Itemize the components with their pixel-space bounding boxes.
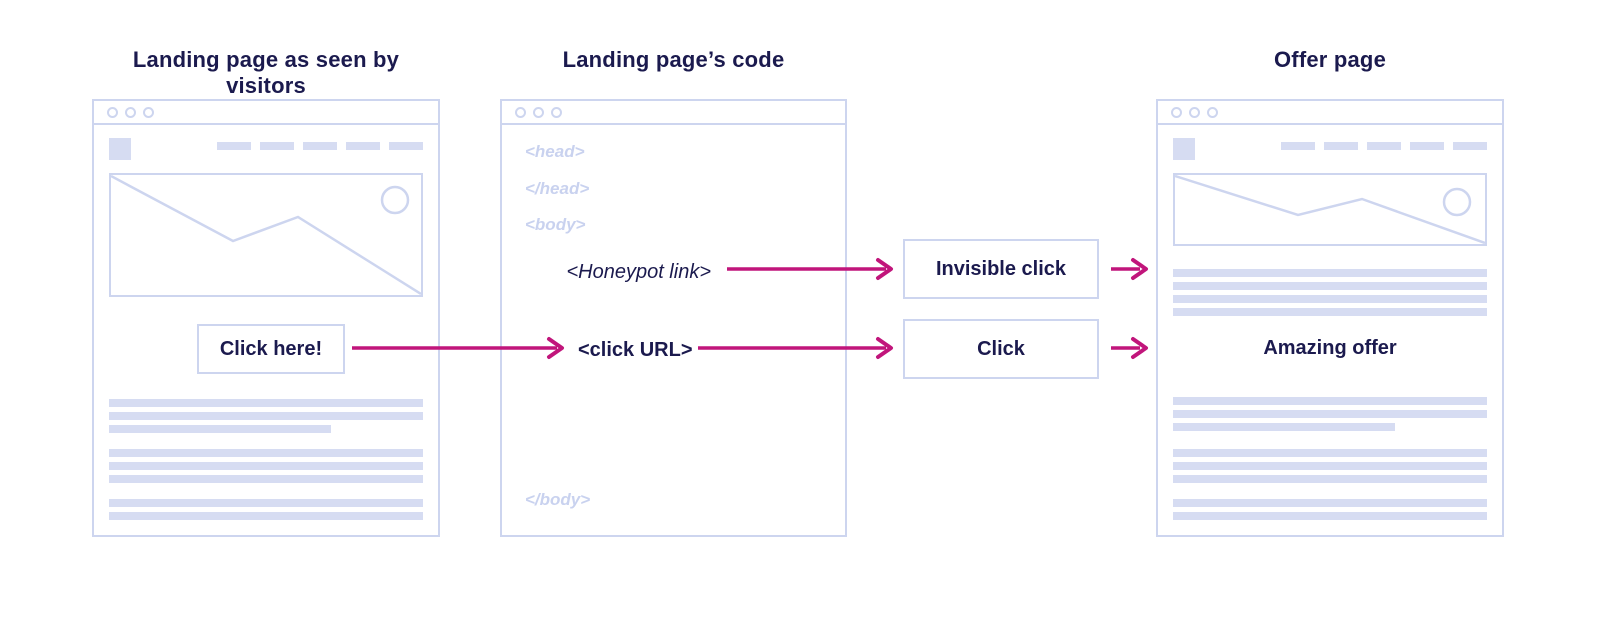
nav-item-placeholder <box>303 142 337 150</box>
text-line-placeholder <box>1173 410 1487 418</box>
landing-page-window: Click here! <box>92 99 440 537</box>
nav-menu-placeholder <box>1281 142 1487 150</box>
code-window: <head> </head> <body> <Honeypot link> <c… <box>500 99 847 537</box>
mountain-sketch-icon <box>111 175 421 295</box>
mountain-sketch-icon <box>1175 175 1485 244</box>
nav-item-placeholder <box>1324 142 1358 150</box>
text-line-placeholder <box>109 399 423 407</box>
arrow-click-to-offer <box>1111 337 1148 359</box>
text-line-placeholder <box>1173 423 1395 431</box>
window-dot-icon <box>1171 106 1182 118</box>
nav-item-placeholder <box>260 142 294 150</box>
text-line-placeholder <box>1173 499 1487 507</box>
window-dot-icon <box>551 106 562 118</box>
nav-item-placeholder <box>217 142 251 150</box>
window-titlebar <box>94 101 438 125</box>
nav-item-placeholder <box>346 142 380 150</box>
text-line-placeholder <box>1173 295 1487 303</box>
click-box: Click <box>903 319 1099 379</box>
title-offer-page: Offer page <box>1273 47 1387 72</box>
text-line-placeholder <box>1173 449 1487 457</box>
amazing-offer-headline: Amazing offer <box>1263 337 1397 359</box>
text-line-placeholder <box>109 449 423 457</box>
text-line-placeholder <box>109 425 331 433</box>
code-body-close: </body> <box>525 490 591 509</box>
nav-item-placeholder <box>1410 142 1444 150</box>
nav-item-placeholder <box>389 142 423 150</box>
window-dot-icon <box>1189 106 1200 118</box>
text-line-placeholder <box>109 499 423 507</box>
text-line-placeholder <box>1173 475 1487 483</box>
hero-image-placeholder <box>109 173 423 297</box>
code-head-open: <head> <box>525 142 585 161</box>
nav-menu-placeholder <box>217 142 423 150</box>
window-dot-icon <box>125 106 136 118</box>
sun-sketch-icon <box>1442 187 1472 217</box>
sun-sketch-icon <box>380 185 410 215</box>
title-landing-page-code: Landing page’s code <box>562 47 785 72</box>
window-titlebar <box>502 101 845 125</box>
window-dot-icon <box>143 106 154 118</box>
window-dot-icon <box>515 106 526 118</box>
text-line-placeholder <box>1173 462 1487 470</box>
window-dot-icon <box>107 106 118 118</box>
text-line-placeholder <box>109 462 423 470</box>
title-landing-page-visitors: Landing page as seen by visitors <box>132 47 400 98</box>
invisible-click-box: Invisible click <box>903 239 1099 299</box>
nav-item-placeholder <box>1367 142 1401 150</box>
click-here-button[interactable]: Click here! <box>197 324 345 374</box>
text-line-placeholder <box>1173 282 1487 290</box>
text-line-placeholder <box>1173 308 1487 316</box>
code-body-open: <body> <box>525 215 586 234</box>
nav-item-placeholder <box>1453 142 1487 150</box>
code-honeypot-link: <Honeypot link> <box>566 261 711 283</box>
text-line-placeholder <box>109 412 423 420</box>
text-line-placeholder <box>109 475 423 483</box>
code-click-url: <click URL> <box>578 339 693 361</box>
text-line-placeholder <box>1173 397 1487 405</box>
hero-image-placeholder <box>1173 173 1487 246</box>
text-line-placeholder <box>1173 512 1487 520</box>
window-dot-icon <box>533 106 544 118</box>
nav-item-placeholder <box>1281 142 1315 150</box>
offer-page-window: Amazing offer <box>1156 99 1504 537</box>
text-line-placeholder <box>109 512 423 520</box>
window-titlebar <box>1158 101 1502 125</box>
arrow-invisible-click-to-offer <box>1111 258 1148 280</box>
window-dot-icon <box>1207 106 1218 118</box>
logo-placeholder <box>109 138 131 160</box>
logo-placeholder <box>1173 138 1195 160</box>
code-head-close: </head> <box>525 179 590 198</box>
text-line-placeholder <box>1173 269 1487 277</box>
